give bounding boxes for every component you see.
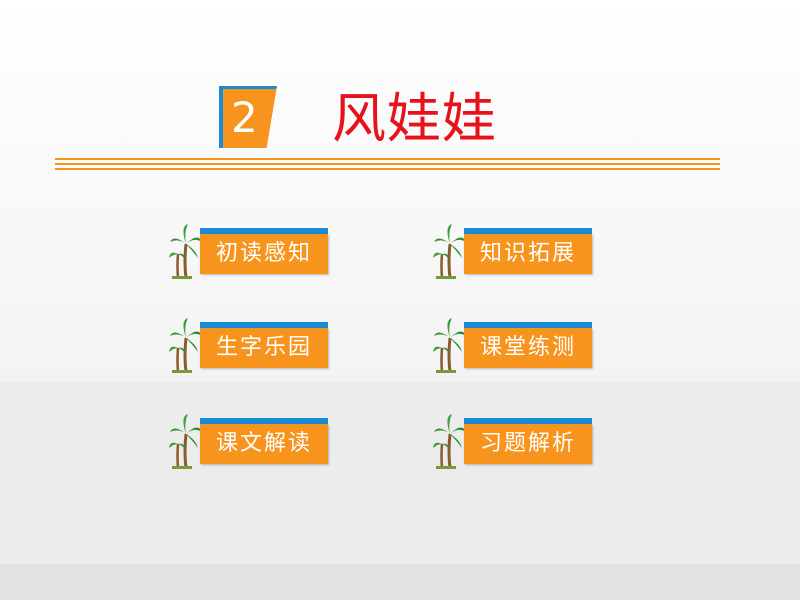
palm-tree-icon <box>433 414 466 469</box>
menu-item-jiexi[interactable]: 习题解析 <box>432 410 602 472</box>
title-divider-line <box>55 158 720 160</box>
palm-tree-icon <box>433 224 466 279</box>
menu-item-label: 生字乐园 <box>200 328 328 368</box>
palm-tree-icon <box>169 224 202 279</box>
menu-item-bar <box>200 418 328 424</box>
palm-tree-icon <box>169 414 202 469</box>
lesson-title: 风娃娃 <box>332 87 497 150</box>
menu-item-label: 课堂练测 <box>464 328 592 368</box>
menu-item-label: 课文解读 <box>200 424 328 464</box>
menu-item-label: 习题解析 <box>464 424 592 464</box>
menu-item-bar <box>200 322 328 328</box>
palm-tree-icon <box>433 318 466 373</box>
menu-item-bar <box>464 418 592 424</box>
menu-item-tuozhan[interactable]: 知识拓展 <box>432 220 602 282</box>
background-bottom <box>0 382 800 564</box>
menu-item-liance[interactable]: 课堂练测 <box>432 314 602 376</box>
lesson-number-badge: 2 <box>219 86 277 148</box>
title-divider-line <box>55 168 720 170</box>
menu-item-bar <box>464 322 592 328</box>
menu-item-label: 知识拓展 <box>464 234 592 274</box>
menu-item-jiedu[interactable]: 课文解读 <box>168 410 338 472</box>
menu-item-chudu[interactable]: 初读感知 <box>168 220 338 282</box>
palm-tree-icon <box>169 318 202 373</box>
menu-item-leyuan[interactable]: 生字乐园 <box>168 314 338 376</box>
menu-item-label: 初读感知 <box>200 234 328 274</box>
menu-item-bar <box>200 228 328 234</box>
background-top <box>0 0 800 382</box>
menu-item-bar <box>464 228 592 234</box>
background-footer-strip <box>0 564 800 600</box>
title-divider-line <box>55 163 720 165</box>
